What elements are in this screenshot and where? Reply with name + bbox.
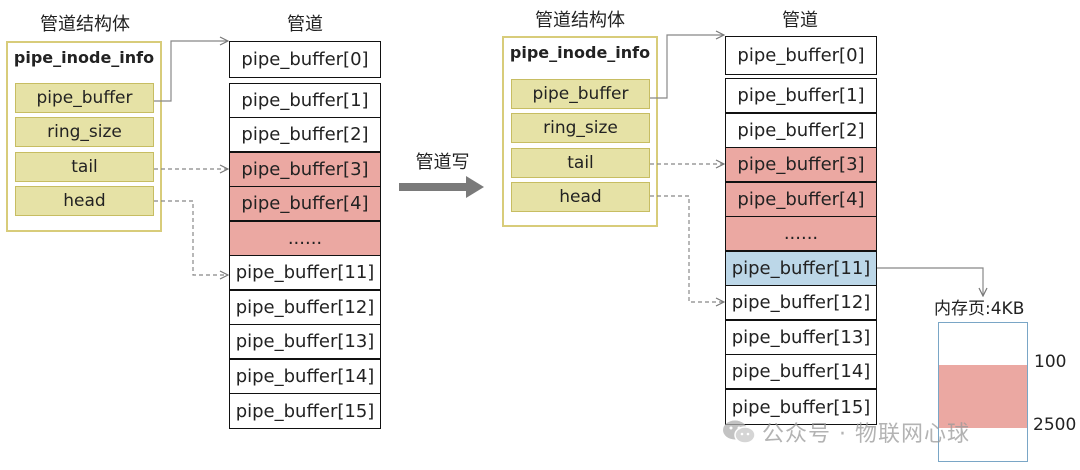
transition-arrow (399, 176, 484, 198)
left-field-head: head (15, 186, 154, 216)
left-field-tail: tail (15, 152, 154, 182)
right-arrow-buffer-to-page (877, 267, 983, 296)
memory-page-box (938, 322, 1028, 462)
left-buffer-4: pipe_buffer[4] (229, 186, 381, 221)
wechat-icon (722, 419, 756, 451)
right-buffer-0: pipe_buffer[0] (725, 36, 877, 75)
right-buffer-4: pipe_buffer[4] (725, 182, 877, 217)
left-pipe-column: pipe_buffer[0] pipe_buffer[1] pipe_buffe… (229, 41, 381, 429)
right-buffer-2: pipe_buffer[2] (725, 113, 877, 148)
left-buffer-2: pipe_buffer[2] (229, 117, 381, 152)
transition-label: 管道写 (415, 152, 470, 173)
right-pipe-heading: 管道 (782, 10, 818, 31)
right-struct-heading: 管道结构体 (535, 10, 625, 31)
memory-mark-bottom: 2500 (1033, 415, 1077, 435)
left-buffer-15: pipe_buffer[15] (229, 393, 381, 429)
right-arrow-pipe-buffer (650, 35, 724, 99)
right-field-ring-size: ring_size (511, 113, 650, 143)
right-field-pipe-buffer: pipe_buffer (511, 79, 650, 109)
right-arrow-head (650, 195, 724, 302)
left-buffer-3: pipe_buffer[3] (229, 152, 381, 187)
left-field-ring-size: ring_size (15, 117, 154, 147)
left-field-pipe-buffer: pipe_buffer (15, 83, 154, 113)
right-pipe-column: pipe_buffer[0] pipe_buffer[1] pipe_buffe… (725, 36, 877, 425)
left-buffer-13: pipe_buffer[13] (229, 324, 381, 359)
left-struct-heading: 管道结构体 (40, 14, 130, 35)
right-buffer-1: pipe_buffer[1] (725, 78, 877, 113)
right-buffer-3: pipe_buffer[3] (725, 147, 877, 182)
left-buffer-11: pipe_buffer[11] (229, 255, 381, 290)
left-buffer-14: pipe_buffer[14] (229, 359, 381, 394)
memory-page-label: 内存页:4KB (934, 299, 1025, 319)
left-arrow-head (154, 200, 228, 275)
right-buffer-15: pipe_buffer[15] (725, 389, 877, 425)
right-field-head: head (511, 182, 650, 212)
left-buffer-ellipsis: ...... (229, 221, 381, 256)
memory-page-used-region (939, 365, 1027, 428)
right-buffer-ellipsis: ...... (725, 216, 877, 251)
left-struct-name: pipe_inode_info (13, 48, 155, 67)
left-pipe-heading: 管道 (287, 14, 323, 35)
right-buffer-13: pipe_buffer[13] (725, 320, 877, 355)
right-field-tail: tail (511, 148, 650, 178)
right-buffer-12: pipe_buffer[12] (725, 285, 877, 320)
left-arrow-pipe-buffer (154, 41, 228, 102)
watermark-text: 公众号 · 物联网心球 (762, 422, 970, 447)
left-buffer-0: pipe_buffer[0] (229, 41, 381, 78)
left-buffer-1: pipe_buffer[1] (229, 83, 381, 118)
left-buffer-12: pipe_buffer[12] (229, 290, 381, 325)
right-buffer-11: pipe_buffer[11] (725, 251, 877, 286)
memory-mark-top: 100 (1034, 352, 1067, 372)
right-struct-name: pipe_inode_info (509, 43, 651, 62)
watermark: 公众号 · 物联网心球 (722, 416, 970, 451)
right-buffer-14: pipe_buffer[14] (725, 354, 877, 389)
